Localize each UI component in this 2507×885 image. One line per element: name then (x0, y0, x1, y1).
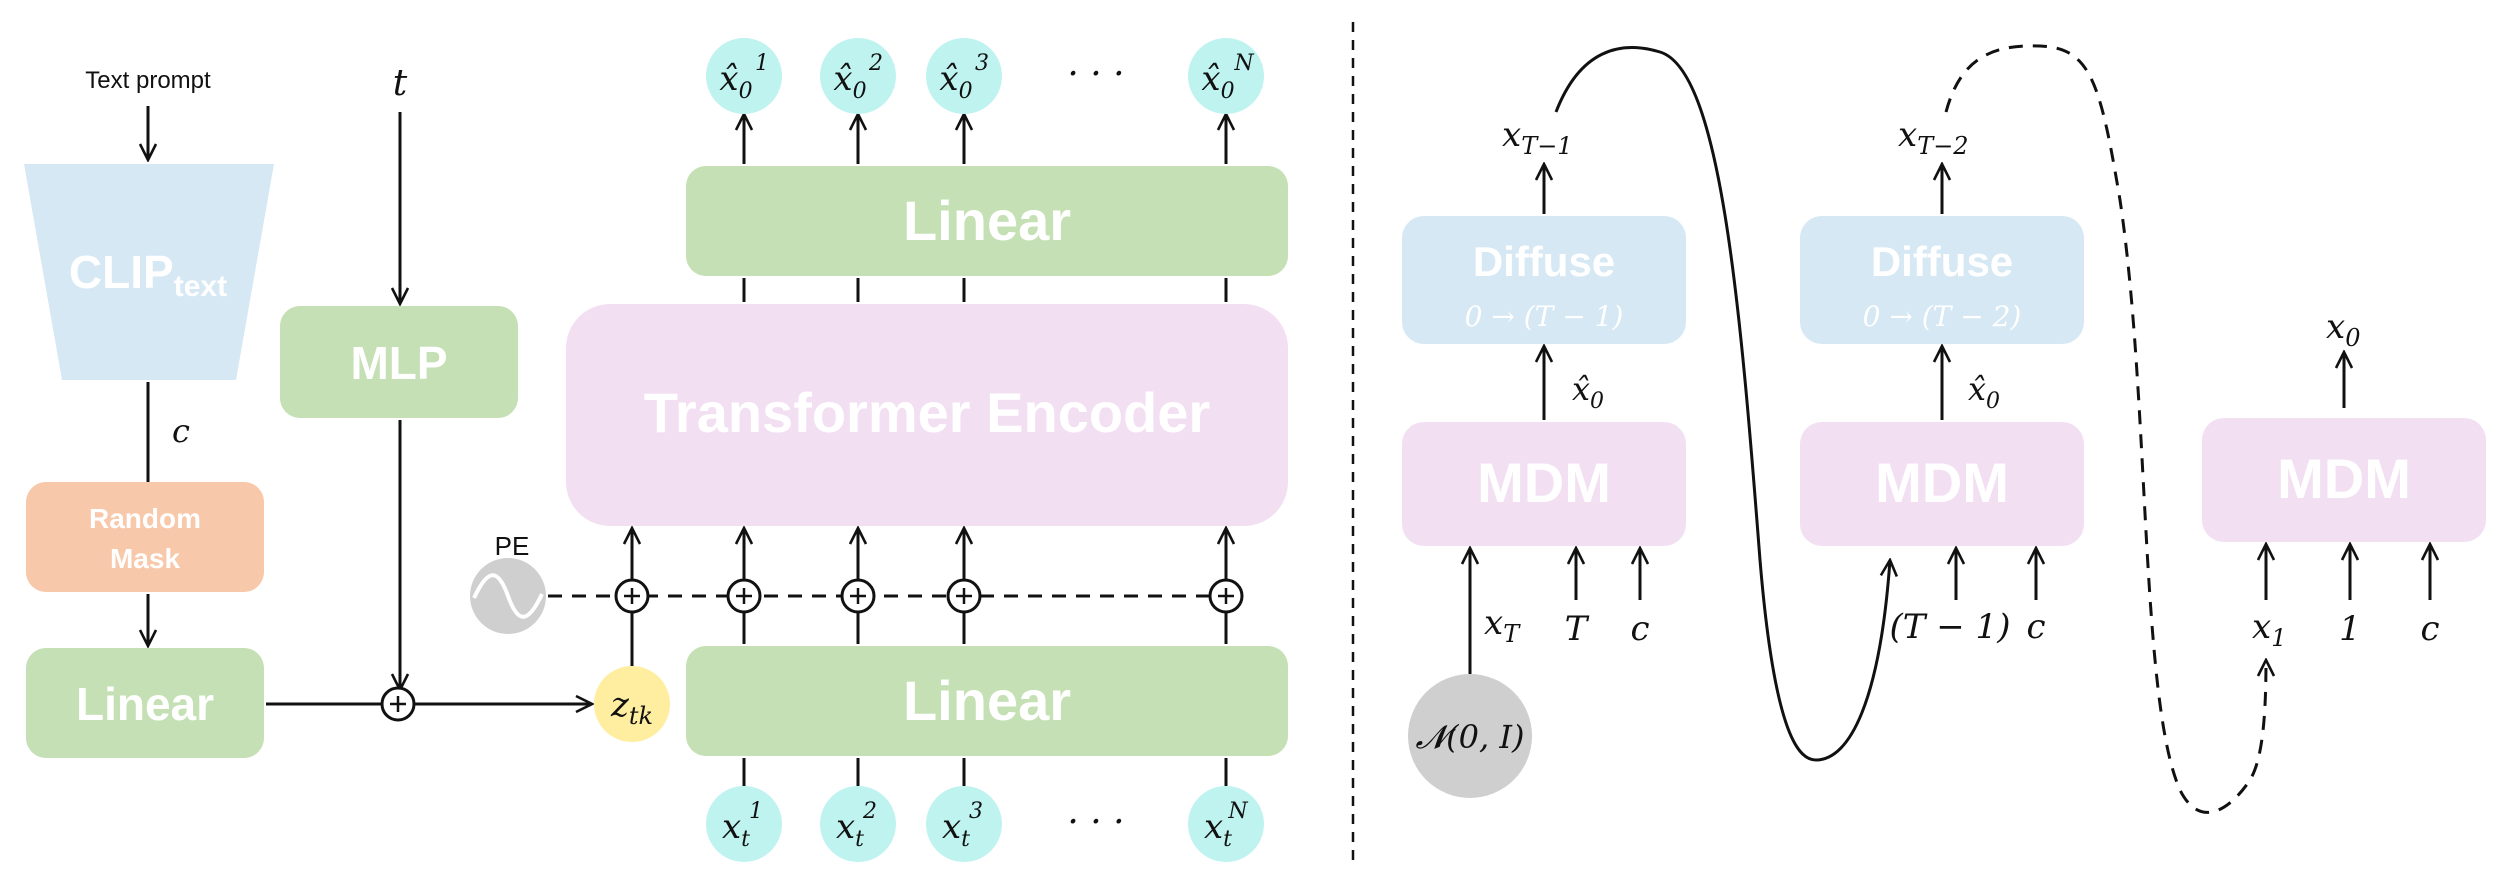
linear-bottom-label: Linear (903, 669, 1071, 732)
x-T-minus-2-label: xT−2 (1898, 115, 1969, 160)
sum-node-left (380, 686, 416, 722)
mdm3-label: MDM (2277, 447, 2411, 510)
random-mask-line2: Mask (110, 543, 180, 574)
diffuse-box-1: Diffuse 0 → (T − 1) (1402, 216, 1686, 344)
text-prompt-label: Text prompt (85, 67, 211, 94)
svg-text:x̂0: x̂0 (1201, 59, 1234, 104)
diffuse2-sub: 0 → (T − 2) (1863, 300, 2022, 333)
linear-left-label: Linear (76, 678, 214, 730)
ellipsis-top: · · · (1067, 54, 1124, 95)
noise-node: 𝓝(0, I) (1408, 674, 1532, 798)
c-label-mdm2: c (2026, 607, 2045, 647)
plus-nodes (614, 578, 1244, 614)
output-node: x̂0 N (1188, 38, 1264, 114)
x1-label: x1 (2252, 607, 2286, 652)
mdm-box-1: MDM (1402, 422, 1686, 546)
linear-bottom-box: Linear (686, 646, 1288, 756)
z-label: z (610, 685, 630, 725)
plus-node (946, 578, 982, 614)
svg-text:x̂0: x̂0 (833, 59, 866, 104)
svg-text:xt: xt (1204, 807, 1232, 852)
random-mask-box: Random Mask (26, 482, 264, 592)
linear-left-box: Linear (26, 648, 264, 758)
mdm2-label: MDM (1875, 451, 2009, 514)
svg-text:N: N (1227, 799, 1248, 824)
linear-top-label: Linear (903, 189, 1071, 252)
svg-text:xt: xt (722, 807, 750, 852)
diffuse1-title: Diffuse (1473, 238, 1615, 285)
svg-text:1: 1 (749, 799, 763, 824)
noise-label: 𝓝(0, I) (1416, 718, 1525, 756)
svg-text:x̂0: x̂0 (939, 59, 972, 104)
diffuse1-sub: 0 → (T − 1) (1465, 300, 1624, 333)
linear-top-box: Linear (686, 166, 1288, 276)
mlp-box: MLP (280, 306, 518, 418)
column-connectors (632, 114, 1226, 786)
solid-loop-curve (1554, 46, 1890, 762)
x0-label: x0 (2326, 307, 2360, 352)
T-label: T (1565, 609, 1590, 649)
svg-text:3: 3 (975, 51, 989, 76)
pe-label: PE (495, 531, 530, 561)
output-node: x̂0 3 (926, 38, 1002, 114)
z-token-node: ztk (594, 666, 670, 742)
mdm1-label: MDM (1477, 451, 1611, 514)
svg-text:ztk: ztk (610, 685, 653, 730)
svg-text:2: 2 (862, 799, 877, 824)
dashed-loop-curve (1944, 44, 2266, 814)
x-T-label: xT (1484, 603, 1521, 648)
clip-label: CLIP (69, 246, 174, 298)
svg-text:xt: xt (942, 807, 970, 852)
input-node: xt N (1188, 786, 1264, 862)
c-label-mdm3: c (2420, 609, 2439, 649)
c-label-mdm1: c (1630, 609, 1649, 649)
mlp-label: MLP (350, 337, 447, 389)
mdm-box-3: MDM (2202, 418, 2486, 542)
random-mask-line1: Random (89, 503, 201, 534)
plus-node (726, 578, 762, 614)
x0hat-label-1: x̂0 (1572, 370, 1604, 414)
mdm-box-2: MDM (1800, 422, 2084, 546)
x-T-minus-1-label: xT−1 (1502, 115, 1573, 160)
ellipsis-bottom: · · · (1067, 802, 1124, 843)
svg-text:1: 1 (755, 51, 769, 76)
x0hat-label-2: x̂0 (1968, 370, 2000, 414)
input-node: xt 1 (706, 786, 782, 862)
diffuse2-title: Diffuse (1871, 238, 2013, 285)
T-minus-1-label: (T − 1) (1890, 607, 2011, 647)
output-node: x̂0 1 (706, 38, 782, 114)
svg-text:xt: xt (836, 807, 864, 852)
clip-sub: text (174, 270, 227, 303)
svg-text:3: 3 (969, 799, 983, 824)
output-node: x̂0 2 (820, 38, 896, 114)
c-label-left: c (172, 412, 190, 450)
svg-text:CLIPtext: CLIPtext (69, 246, 227, 303)
z-sub: tk (629, 702, 653, 730)
svg-text:x̂0: x̂0 (719, 59, 752, 104)
transformer-label: Transformer Encoder (644, 381, 1210, 444)
input-node: xt 3 (926, 786, 1002, 862)
plus-node (1208, 578, 1244, 614)
one-label: 1 (2339, 609, 2361, 649)
plus-node (840, 578, 876, 614)
plus-node (614, 578, 650, 614)
input-node: xt 2 (820, 786, 896, 862)
t-label: t (393, 63, 408, 104)
transformer-encoder-box: Transformer Encoder (566, 304, 1288, 526)
clip-encoder: CLIPtext (24, 164, 274, 380)
svg-text:2: 2 (868, 51, 883, 76)
svg-text:N: N (1233, 51, 1254, 76)
pe-sine-icon (470, 558, 546, 634)
diffuse-box-2: Diffuse 0 → (T − 2) (1800, 216, 2084, 344)
